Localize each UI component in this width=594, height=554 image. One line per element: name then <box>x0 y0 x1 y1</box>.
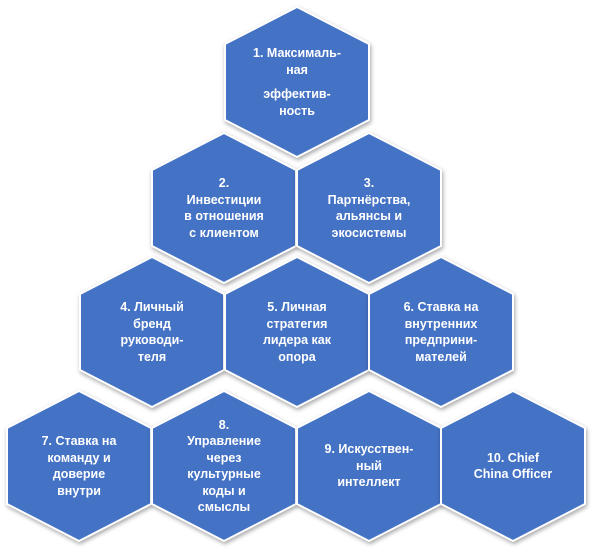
hexagon-1-shape <box>224 5 370 159</box>
hexagon-1-label: 1. Максималь- ная эффектив- ность <box>246 6 348 158</box>
hexagon-10-label: 10. Chief China Officer <box>462 390 564 542</box>
hexagon-3-line-1: 3. <box>363 176 375 190</box>
hexagon-7-line-4: внутри <box>57 483 101 498</box>
hexagon-6-line-3: предприни- <box>404 333 478 347</box>
hexagon-4-shape <box>79 255 225 409</box>
hexagon-9-label: 9. Искусствен- ный интеллект <box>318 390 420 542</box>
hexagon-3-line-3: альянсы и <box>335 209 403 223</box>
hexagon-10: 10. Chief China Officer <box>440 389 586 543</box>
hexagon-6-line-1: 6. Ставка на <box>403 300 479 314</box>
hexagon-1-line-4: ность <box>279 103 315 118</box>
hexagon-6: 6. Ставка на внутренних предприни- мател… <box>368 255 514 409</box>
hexagon-4-line-4: теля <box>137 349 167 364</box>
hexagon-6-shape <box>368 255 514 409</box>
hexagon-10-line-2: China Officer <box>473 467 553 481</box>
hexagon-1-line-2: ная <box>286 62 308 77</box>
hexagon-10-line-1: 10. Chief <box>486 450 540 465</box>
hexagon-8-line-1: 8. <box>218 417 230 432</box>
hexagon-2-line-3: в отношения <box>184 209 264 223</box>
hexagon-3-line-2: Партнёрства, <box>327 192 411 207</box>
hexagon-6-label: 6. Ставка на внутренних предприни- мател… <box>390 256 492 408</box>
hexagon-6-line-4: мателей <box>415 349 467 364</box>
hexagon-5-line-1: 5. Личная <box>267 300 327 314</box>
hexagon-8-line-6: смыслы <box>197 500 251 514</box>
hexagon-4-line-2: бренд <box>133 316 171 331</box>
hexagon-9-line-2: ный <box>356 458 382 473</box>
hexagon-8-line-2: Управление <box>187 434 261 448</box>
hexagon-7-line-2: команду и <box>47 450 111 465</box>
hexagon-2: 2. Инвестиции в отношения с клиентом <box>151 131 297 285</box>
hexagon-8-line-5: коды и <box>202 483 246 498</box>
hexagon-1-line-3: эффектив- <box>263 87 331 101</box>
hexagon-5-line-4: опора <box>278 349 316 364</box>
hexagon-3-shape <box>296 131 442 285</box>
hexagon-5-line-2: стратегия <box>266 316 328 331</box>
hexagon-7-line-3: доверие <box>52 467 106 481</box>
hexagon-8-label: 8. Управление через культурные коды и см… <box>173 390 275 542</box>
hexagon-8-line-4: культурные <box>187 467 261 481</box>
hexagon-8-shape <box>151 389 297 543</box>
hexagon-10-shape <box>440 389 586 543</box>
hexagon-9-line-3: интеллект <box>337 475 401 490</box>
hexagon-7-shape <box>6 389 152 543</box>
hexagon-5: 5. Личная стратегия лидера как опора <box>224 255 370 409</box>
hexagon-2-shape <box>151 131 297 285</box>
hexagon-5-line-3: лидера как <box>262 333 332 347</box>
hexagon-7-line-1: 7. Ставка на <box>41 434 117 448</box>
hexagon-3-line-4: экосистемы <box>331 225 407 240</box>
hexagon-4-line-1: 4. Личный <box>120 300 184 314</box>
hexagon-9: 9. Искусствен- ный интеллект <box>296 389 442 543</box>
hexagon-3: 3. Партнёрства, альянсы и экосистемы <box>296 131 442 285</box>
hexagon-4-line-3: руководи- <box>120 333 184 347</box>
hexagon-8: 8. Управление через культурные коды и см… <box>151 389 297 543</box>
hexagon-6-line-2: внутренних <box>404 316 478 331</box>
hexagon-2-line-2: Инвестиции <box>186 192 262 207</box>
hexagon-7-label: 7. Ставка на команду и доверие внутри <box>28 390 130 542</box>
hexagon-7: 7. Ставка на команду и доверие внутри <box>6 389 152 543</box>
hexagon-8-line-3: через <box>206 450 242 465</box>
hexagon-1: 1. Максималь- ная эффектив- ность <box>224 5 370 159</box>
hexagon-2-label: 2. Инвестиции в отношения с клиентом <box>173 132 275 284</box>
hexagon-2-line-4: с клиентом <box>189 225 259 240</box>
hexagon-4-label: 4. Личный бренд руководи- теля <box>101 256 203 408</box>
hexagon-9-line-1: 9. Искусствен- <box>324 442 414 457</box>
hexagon-5-label: 5. Личная стратегия лидера как опора <box>246 256 348 408</box>
hexagon-1-line-1: 1. Максималь- <box>253 46 341 60</box>
hexagon-3-label: 3. Партнёрства, альянсы и экосистемы <box>318 132 420 284</box>
hexagon-4: 4. Личный бренд руководи- теля <box>79 255 225 409</box>
hexagon-2-line-1: 2. <box>218 176 230 190</box>
